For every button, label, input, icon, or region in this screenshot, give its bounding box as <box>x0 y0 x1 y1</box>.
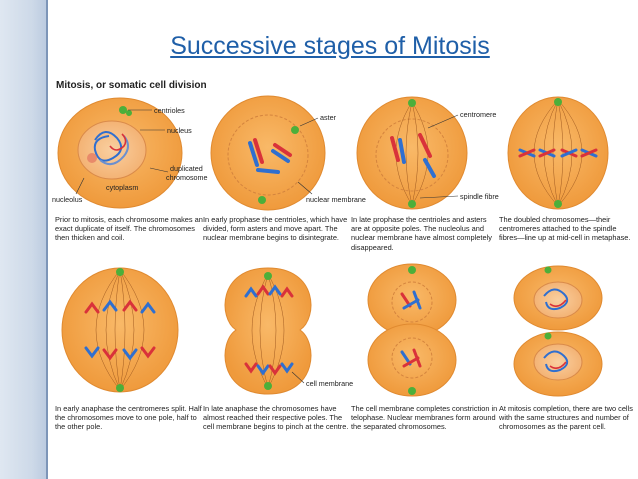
stage-1-interphase-cell <box>57 97 183 209</box>
stage-5-early-anaphase-cell <box>61 267 179 393</box>
label-chromosome: chromosome <box>166 173 208 182</box>
label-duplicated: duplicated <box>170 164 203 173</box>
stage-7-telophase-cell <box>367 263 457 397</box>
label-cytoplasm: cytoplasm <box>106 183 139 192</box>
label-spindle-fibre: spindle fibre <box>460 192 499 201</box>
caption-stage-6: In late anaphase the chromosomes have al… <box>203 404 349 432</box>
slide-sidebar <box>0 0 46 479</box>
nucleolus-dot <box>87 153 97 163</box>
caption-stage-3: In late prophase the centrioles and aste… <box>351 215 492 252</box>
caption-stage-4: The doubled chromosomes—their centromere… <box>499 215 631 243</box>
stage-4-metaphase-cell <box>507 96 609 210</box>
slide-title: Successive stages of Mitosis <box>170 32 490 60</box>
caption-stage-7: The cell membrane completes constriction… <box>351 404 498 432</box>
label-nucleolus: nucleolus <box>52 195 83 204</box>
caption-stage-2: In early prophase the centrioles, which … <box>203 215 348 243</box>
label-nucleus: nucleus <box>167 126 192 135</box>
caption-stage-8: At mitosis completion, there are two cel… <box>499 404 633 432</box>
label-aster: aster <box>320 113 336 122</box>
label-cell-membrane: cell membrane <box>306 379 354 388</box>
caption-stage-5: In early anaphase the centromeres split.… <box>55 404 202 432</box>
stage-6-late-anaphase-cell <box>224 267 312 395</box>
stage-8-daughter-cells <box>513 265 603 397</box>
stage-3-late-prophase-cell <box>356 96 468 210</box>
label-centromere: centromere <box>460 110 497 119</box>
label-centrioles: centrioles <box>154 106 185 115</box>
stage-2-early-prophase-cell <box>210 95 326 211</box>
label-nuclear-membrane: nuclear membrane <box>306 195 366 204</box>
centriole-icon <box>119 106 127 114</box>
figure-title: Mitosis, or somatic cell division <box>56 80 207 91</box>
caption-stage-1: Prior to mitosis, each chromosome makes … <box>55 215 203 243</box>
sidebar-divider <box>46 0 48 479</box>
